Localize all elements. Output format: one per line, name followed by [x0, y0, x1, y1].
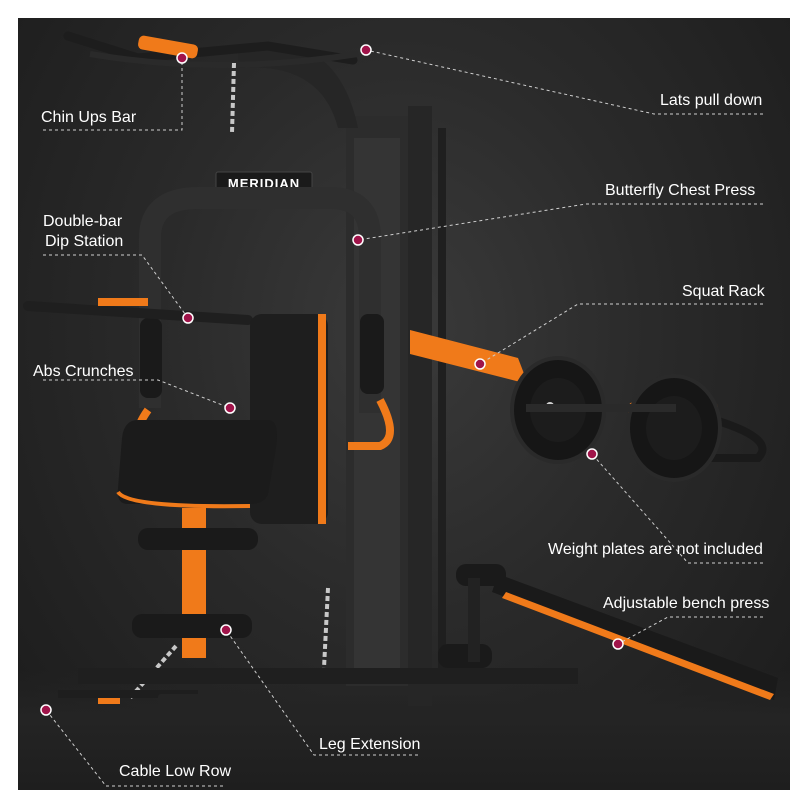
label-double-bar-dip-line2: Dip Station	[45, 233, 124, 250]
bench-roller-top	[456, 564, 506, 586]
label-double-bar-dip-line1: Double-bar	[43, 213, 123, 230]
chain	[230, 62, 236, 134]
butterfly-arch	[139, 187, 381, 413]
leader-butterfly	[357, 203, 763, 241]
label-butterfly-chest-press: Butterfly Chest Press	[605, 182, 756, 199]
label-cable-low-row: Cable Low Row	[119, 763, 232, 780]
right-handle	[348, 398, 394, 450]
leader-leg-ext	[225, 629, 418, 756]
squat-rack-arm	[410, 330, 528, 384]
marker-plates	[586, 448, 598, 460]
leader-dip	[43, 254, 189, 319]
front-upright	[408, 106, 432, 706]
low-row-handle	[158, 694, 218, 708]
label-chin-ups-bar: Chin Ups Bar	[41, 109, 137, 126]
label-abs-crunches: Abs Crunches	[33, 363, 134, 380]
leader-lats	[365, 49, 763, 115]
dip-bar-orange	[98, 298, 148, 306]
home-gym-illustration: MERIDIAN	[23, 31, 778, 787]
product-photo: MERIDIAN	[18, 18, 790, 790]
marker-dip	[182, 312, 194, 324]
leader-low-row	[45, 709, 223, 787]
leader-chin-ups	[43, 58, 183, 131]
dip-bar	[23, 301, 253, 325]
marker-lats	[360, 44, 372, 56]
label-adjustable-bench-press: Adjustable bench press	[603, 595, 770, 612]
label-squat-rack: Squat Rack	[682, 283, 765, 300]
base-frame	[78, 668, 578, 684]
marker-squat	[474, 358, 486, 370]
right-arm-pad	[360, 314, 384, 394]
marker-leg-ext	[220, 624, 232, 636]
left-arm-pad	[140, 318, 162, 398]
label-leg-extension: Leg Extension	[319, 736, 421, 753]
label-lats-pull-down: Lats pull down	[660, 92, 763, 109]
leg-roller-top	[138, 528, 258, 550]
leader-bench	[617, 616, 763, 645]
leader-squat	[479, 303, 763, 365]
lat-bar	[63, 31, 358, 65]
leader-plates	[591, 453, 763, 564]
marker-butterfly	[352, 234, 364, 246]
label-weight-plates: Weight plates are not included	[548, 541, 763, 558]
bench-roller-bottom	[438, 644, 492, 668]
marker-abs	[224, 402, 236, 414]
leader-lines	[43, 49, 763, 787]
leader-abs	[43, 379, 231, 409]
marker-bench	[612, 638, 624, 650]
callout-markers	[40, 44, 624, 716]
marker-chin-ups	[176, 52, 188, 64]
marker-low-row	[40, 704, 52, 716]
seat-pad	[117, 420, 277, 504]
